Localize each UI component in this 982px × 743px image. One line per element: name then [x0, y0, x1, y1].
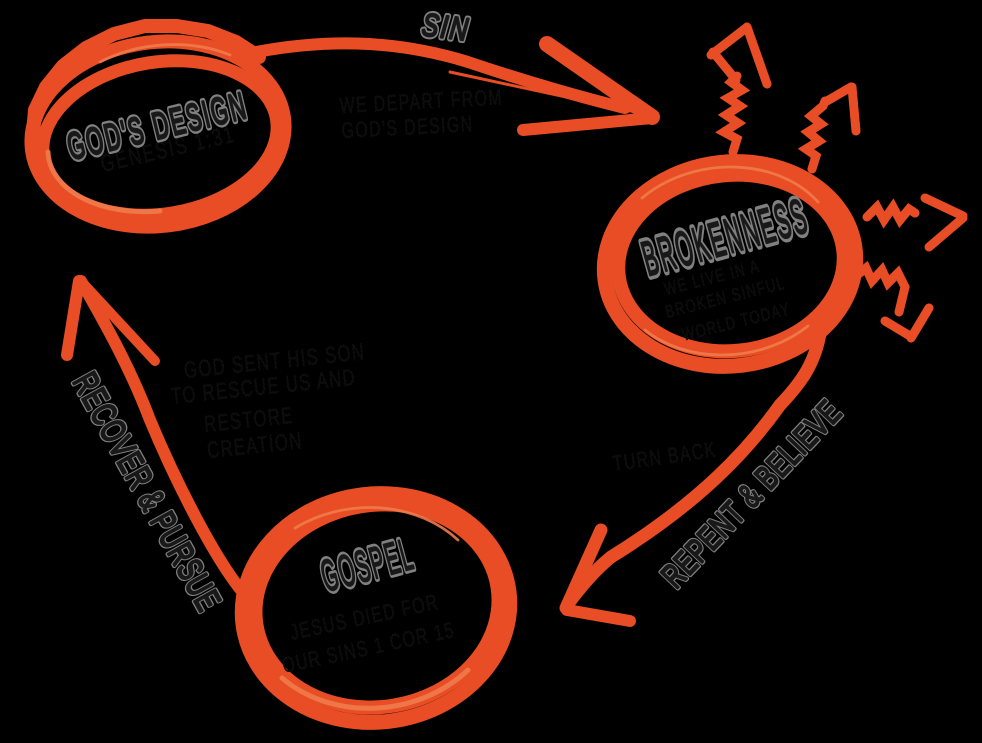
svg-text:SIN: SIN [420, 7, 472, 48]
svg-text:CREATION: CREATION [206, 429, 304, 464]
svg-text:SIN: SIN [420, 7, 472, 48]
